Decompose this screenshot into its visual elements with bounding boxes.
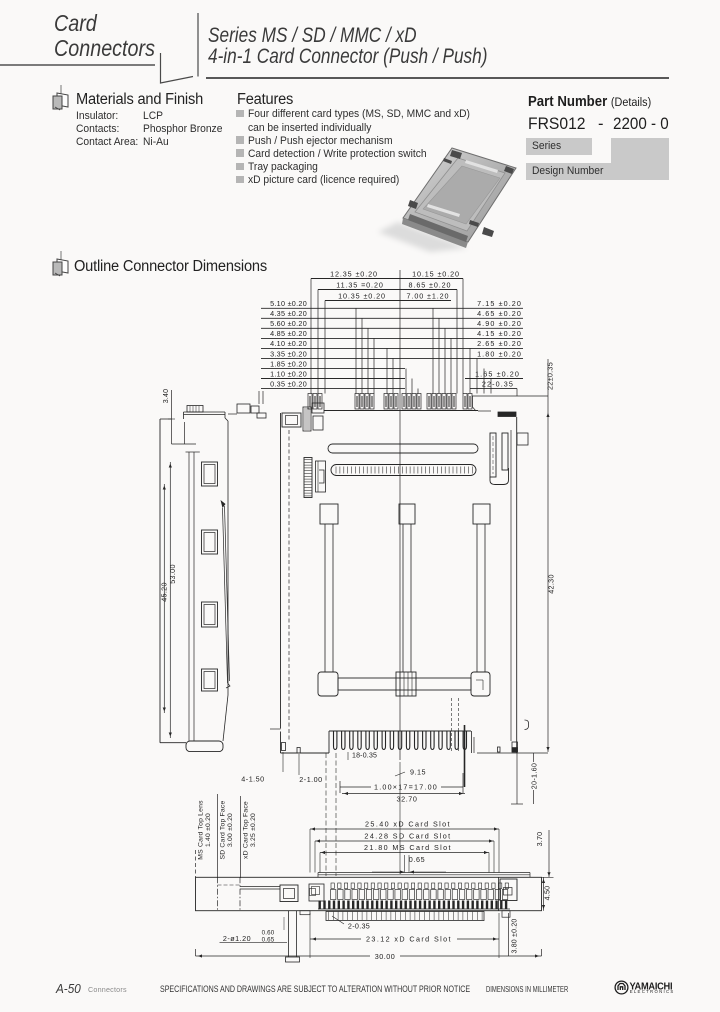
svg-text:11.35 =0.20: 11.35 =0.20: [336, 280, 384, 289]
svg-text:45.20: 45.20: [160, 582, 169, 602]
svg-text:3.25 ±0.20: 3.25 ±0.20: [250, 813, 257, 847]
svg-text:2-1.00: 2-1.00: [299, 775, 322, 784]
svg-text:3.70: 3.70: [535, 832, 544, 847]
svg-text:30.00: 30.00: [375, 952, 396, 961]
svg-text:18-0.35: 18-0.35: [352, 753, 377, 760]
svg-text:3.40: 3.40: [163, 389, 170, 403]
svg-text:22-0.35: 22-0.35: [482, 379, 514, 388]
svg-text:1.65 ±0.20: 1.65 ±0.20: [475, 369, 520, 378]
svg-text:4-1.50: 4-1.50: [241, 775, 264, 784]
svg-text:ELECTRONICS: ELECTRONICS: [630, 989, 675, 994]
svg-text:2-0.35: 2-0.35: [348, 922, 370, 931]
svg-text:0.60: 0.60: [262, 930, 275, 937]
svg-text:21.80 MS Card Slot: 21.80 MS Card Slot: [364, 843, 452, 852]
svg-text:4.15 ±0.20: 4.15 ±0.20: [477, 329, 522, 338]
svg-text:25.40 xD Card Slot: 25.40 xD Card Slot: [365, 820, 451, 829]
svg-text:1.00×17=17.00: 1.00×17=17.00: [374, 783, 438, 792]
svg-text:20-1.60: 20-1.60: [530, 763, 539, 789]
svg-text:7.00 ±1.20: 7.00 ±1.20: [407, 291, 450, 300]
svg-text:1.10 ±0.20: 1.10 ±0.20: [270, 369, 307, 378]
svg-text:4.35 ±0.20: 4.35 ±0.20: [270, 309, 307, 318]
svg-text:0.65: 0.65: [262, 937, 275, 944]
svg-text:3.00 ±0.20: 3.00 ±0.20: [227, 813, 234, 847]
svg-text:3.35 ±0.20: 3.35 ±0.20: [270, 349, 307, 358]
svg-text:22±0.35: 22±0.35: [546, 362, 555, 390]
svg-text:4.10 ±0.20: 4.10 ±0.20: [270, 339, 307, 348]
svg-text:3.80 ±0.20: 3.80 ±0.20: [512, 918, 519, 953]
svg-text:23.12 xD Card Slot: 23.12 xD Card Slot: [366, 935, 452, 944]
svg-text:SD Card Top Face: SD Card Top Face: [220, 800, 227, 859]
svg-text:24.28 SD Card Slot: 24.28 SD Card Slot: [364, 832, 451, 841]
svg-text:1.80 ±0.20: 1.80 ±0.20: [477, 349, 522, 358]
svg-text:10.35 ±0.20: 10.35 ±0.20: [338, 291, 386, 300]
svg-text:0.65: 0.65: [409, 855, 425, 864]
svg-text:2.65 ±0.20: 2.65 ±0.20: [477, 339, 522, 348]
svg-text:1.40 ±0.20: 1.40 ±0.20: [205, 813, 212, 847]
svg-text:5.60 ±0.20: 5.60 ±0.20: [270, 319, 307, 328]
svg-text:4.50: 4.50: [543, 886, 552, 901]
svg-text:12.35 ±0.20: 12.35 ±0.20: [330, 269, 378, 278]
svg-text:5.10 ±0.20: 5.10 ±0.20: [270, 299, 307, 308]
svg-text:42.30: 42.30: [547, 574, 556, 594]
svg-text:4.85 ±0.20: 4.85 ±0.20: [270, 329, 307, 338]
svg-text:7.15 ±0.20: 7.15 ±0.20: [477, 299, 522, 308]
svg-text:0.35 ±0.20: 0.35 ±0.20: [270, 379, 307, 388]
svg-text:53.00: 53.00: [168, 564, 177, 584]
svg-text:MS Card Top Lens: MS Card Top Lens: [198, 800, 205, 860]
svg-text:xD Card Top Face: xD Card Top Face: [243, 801, 250, 859]
svg-text:9.15: 9.15: [410, 768, 426, 777]
svg-text:YAMAICHI: YAMAICHI: [630, 981, 673, 993]
svg-text:10.15 ±0.20: 10.15 ±0.20: [412, 269, 460, 278]
svg-text:2-ø1.20: 2-ø1.20: [223, 934, 251, 943]
svg-text:8.65 ±0.20: 8.65 ±0.20: [409, 280, 452, 289]
svg-text:1.85 ±0.20: 1.85 ±0.20: [270, 359, 307, 368]
svg-text:4.65 ±0.20: 4.65 ±0.20: [477, 309, 522, 318]
svg-text:32.70: 32.70: [397, 795, 418, 804]
svg-text:4.90 ±0.20: 4.90 ±0.20: [477, 319, 522, 328]
